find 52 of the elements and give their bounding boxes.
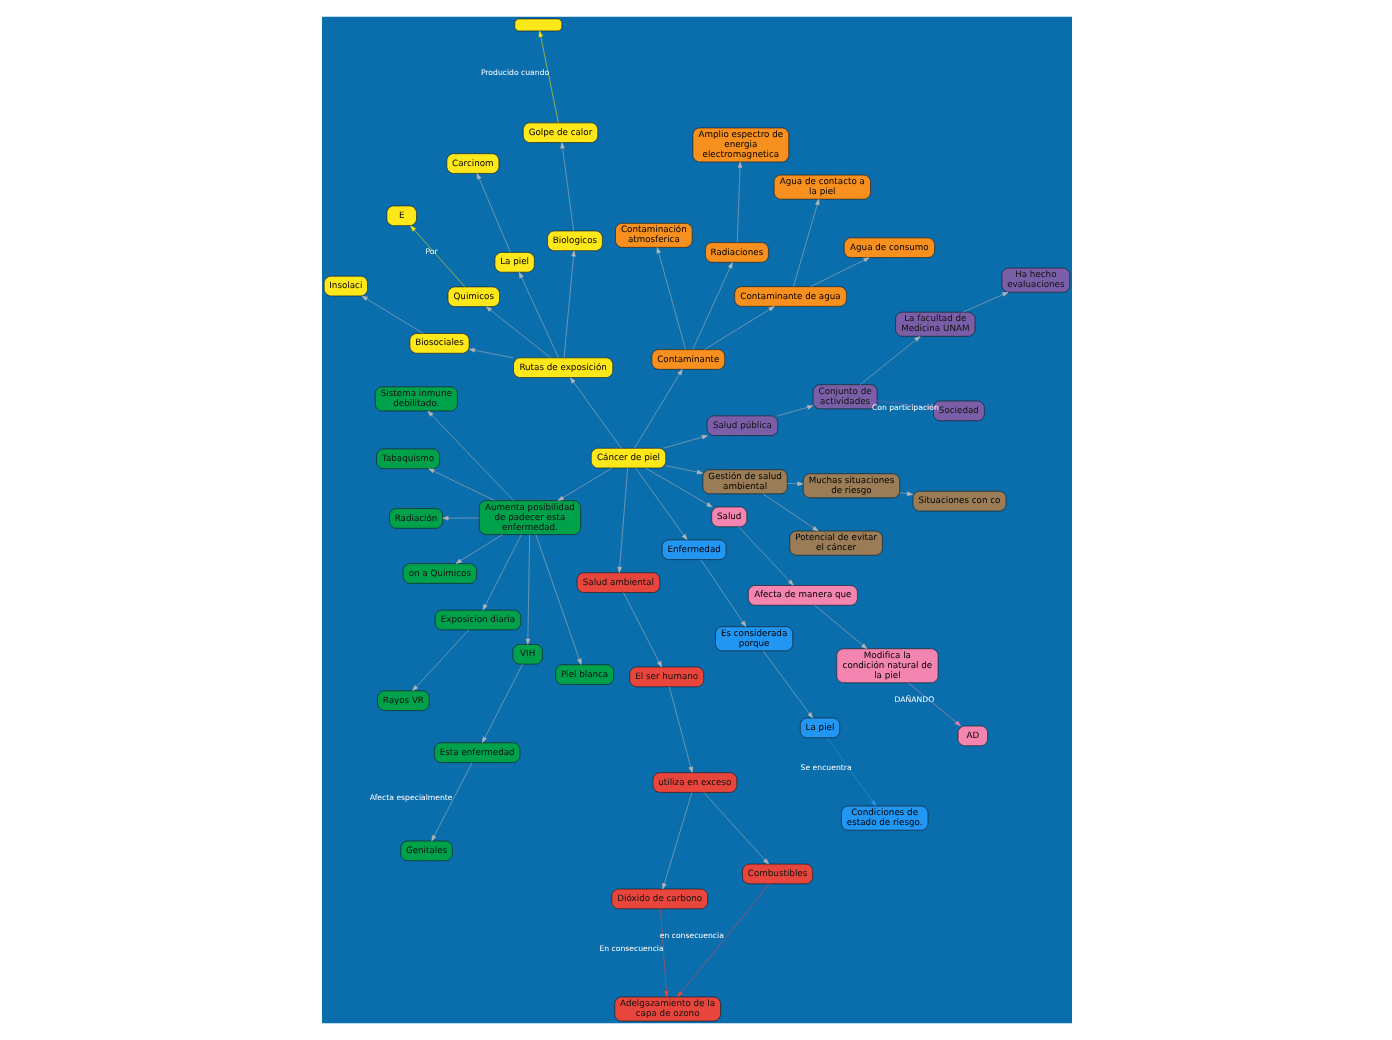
arrow (703, 306, 774, 350)
arrow (467, 348, 513, 359)
arrow (691, 262, 732, 350)
arrow (633, 369, 682, 449)
arrow (634, 467, 687, 541)
arrow (484, 306, 550, 359)
arrow (622, 592, 661, 668)
arrow (776, 405, 813, 417)
arrow (562, 250, 575, 359)
arrow (699, 559, 746, 627)
arrow (664, 465, 703, 475)
arrow (761, 650, 812, 719)
arrow (661, 792, 692, 890)
arrow (430, 762, 472, 842)
arrow (813, 605, 867, 649)
arrow (809, 257, 869, 287)
arrow (524, 534, 530, 645)
arrow (427, 468, 494, 501)
arrow (481, 534, 521, 611)
arrow (534, 534, 581, 665)
arrow (559, 142, 573, 232)
arrow (676, 883, 769, 998)
arrow (786, 481, 803, 486)
arrow (668, 686, 692, 773)
arrow (662, 435, 707, 449)
arrow (537, 30, 558, 124)
node-box (513, 18, 562, 32)
arrow (961, 292, 1008, 313)
arrow (409, 225, 465, 288)
arrow (792, 198, 819, 287)
arrow (737, 526, 793, 586)
arrow (475, 173, 510, 253)
arrow (441, 516, 479, 521)
arrow (761, 493, 818, 532)
arrow (481, 664, 522, 743)
arrow (411, 629, 469, 691)
arrow (702, 792, 768, 865)
arrow (556, 467, 612, 501)
arrow (426, 410, 513, 501)
arrow (569, 377, 621, 449)
arrow (360, 295, 423, 334)
arrow (858, 336, 920, 385)
arrow (907, 682, 960, 727)
arrow (898, 491, 913, 496)
arrow (616, 467, 627, 573)
arrow (736, 161, 742, 243)
arrow (517, 272, 558, 359)
arrow (644, 467, 712, 508)
arrow (655, 247, 685, 350)
arrow (454, 534, 502, 564)
arrow (659, 908, 668, 998)
arrow (825, 737, 876, 807)
